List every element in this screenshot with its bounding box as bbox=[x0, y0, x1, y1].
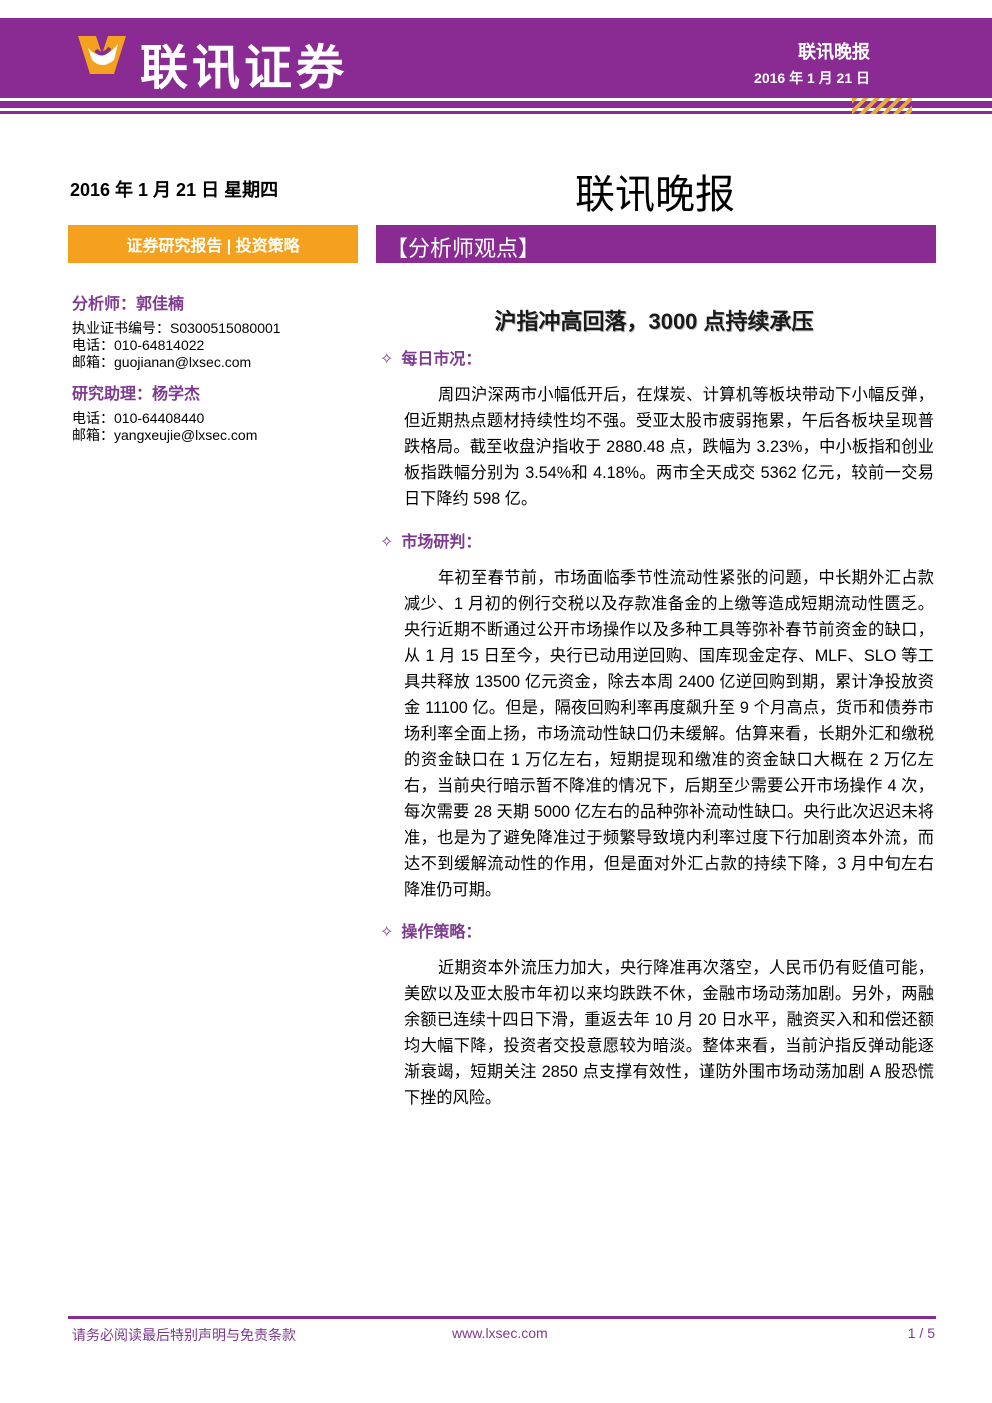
analyst-name: 分析师：郭佳楠 bbox=[72, 296, 185, 313]
footer-divider bbox=[68, 1316, 936, 1319]
analyst-block: 分析师：郭佳楠 执业证书编号：S0300515080001 电话：010-648… bbox=[72, 290, 281, 371]
diamond-icon: ✧ bbox=[380, 534, 394, 551]
article-title: 沪指冲高回落，3000 点持续承压 bbox=[494, 309, 814, 334]
brand-logo-icon bbox=[78, 36, 126, 74]
section-heading-strategy: ✧ 操作策略： bbox=[380, 918, 481, 942]
header-divider bbox=[0, 101, 992, 108]
analyst-view-label: 【分析师观点】 bbox=[386, 237, 541, 262]
assistant-block: 研究助理：杨学杰 电话：010-64408440 邮箱：yangxeujie@l… bbox=[72, 380, 257, 444]
report-date: 2016 年 1 月 21 日 星期四 bbox=[70, 180, 279, 200]
section-paragraph-daily: 周四沪深两市小幅低开后，在煤炭、计算机等板块带动下小幅反弹，但近期热点题材持续性… bbox=[404, 386, 934, 508]
assistant-phone: 电话：010-64408440 bbox=[72, 410, 205, 426]
report-category-label: 证券研究报告 | 投资策略 bbox=[126, 238, 300, 255]
assistant-email[interactable]: 邮箱：yangxeujie@lxsec.com bbox=[72, 427, 258, 443]
diamond-icon: ✧ bbox=[380, 351, 394, 368]
header-divider-thin bbox=[0, 111, 992, 114]
analyst-license: 执业证书编号：S0300515080001 bbox=[72, 320, 281, 336]
section-paragraph-analysis: 年初至春节前，市场面临季节性流动性紧张的问题，中长期外汇占款减少、1 月初的例行… bbox=[404, 569, 934, 899]
section-heading-analysis: ✧ 市场研判： bbox=[380, 528, 481, 552]
brand-name: 联讯证券 bbox=[140, 40, 349, 96]
header-date: 2016 年 1 月 21 日 bbox=[754, 70, 870, 86]
section-heading-label: 操作策略： bbox=[401, 924, 482, 941]
assistant-name: 研究助理：杨学杰 bbox=[72, 386, 201, 403]
section-heading-label: 市场研判： bbox=[401, 534, 482, 551]
section-heading-label: 每日市况： bbox=[401, 351, 482, 368]
analyst-phone: 电话：010-64814022 bbox=[72, 337, 205, 353]
page-title: 联讯晚报 bbox=[575, 172, 735, 218]
header-report-title: 联讯晚报 bbox=[798, 42, 870, 62]
footer-disclaimer[interactable]: 请务必阅读最后特别声明与免责条款 bbox=[72, 1327, 296, 1343]
footer-website-link[interactable]: www.lxsec.com bbox=[452, 1325, 548, 1341]
analyst-view-banner: 【分析师观点】 bbox=[376, 225, 936, 263]
section-paragraph-strategy: 近期资本外流压力加大，央行降准再次落空，人民币仍有贬值可能，美欧以及亚太股市年初… bbox=[404, 959, 934, 1107]
report-category-banner: 证券研究报告 | 投资策略 bbox=[68, 225, 358, 263]
section-heading-daily: ✧ 每日市况： bbox=[380, 345, 481, 369]
analyst-email[interactable]: 邮箱：guojianan@lxsec.com bbox=[72, 354, 252, 370]
diamond-icon: ✧ bbox=[380, 924, 394, 941]
footer-page-number: 1 / 5 bbox=[907, 1325, 935, 1341]
header-stripe-decoration bbox=[852, 98, 912, 114]
header-band bbox=[0, 18, 992, 98]
